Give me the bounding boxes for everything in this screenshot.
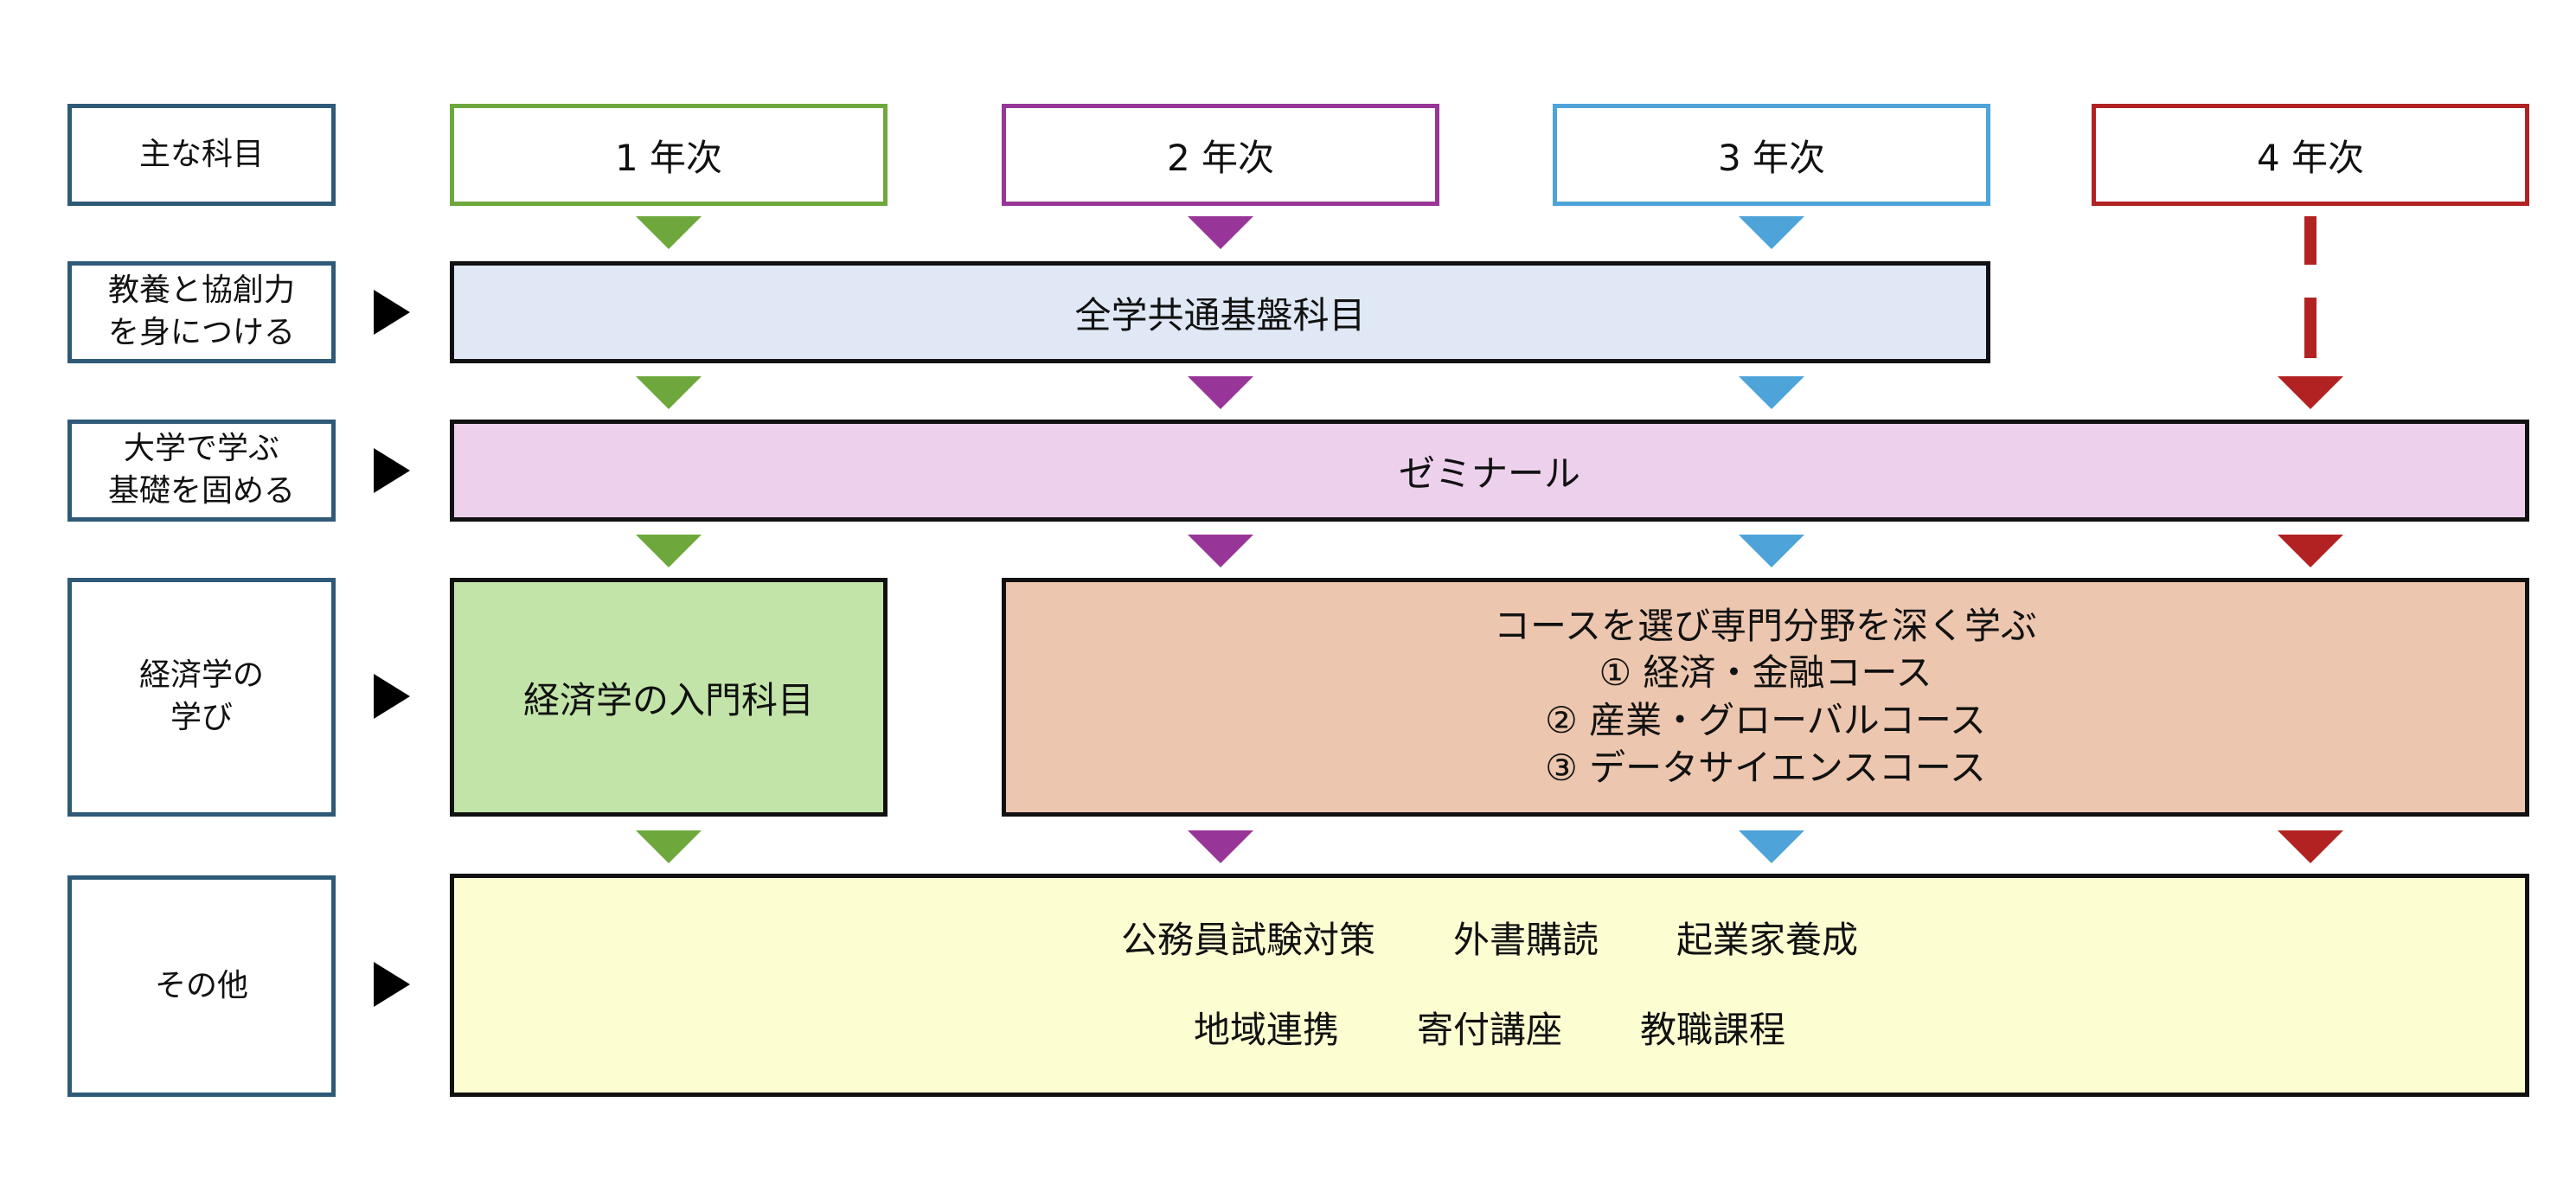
civil-service-exam-prep: 公務員試験対策 (1120, 919, 1375, 961)
down-arrow-icon (1188, 376, 1253, 409)
course-data-science: ③ データサイエンスコース (1545, 746, 1986, 789)
specialized-courses: コースを選び専門分野を深く学ぶ ① 経済・金融コース ② 産業・グローバルコース… (1002, 578, 2529, 817)
teacher-training-course: 教職課程 (1640, 1009, 1786, 1051)
year-4-dashed-connector (2304, 216, 2316, 265)
economics-intro-subjects: 経済学の入門科目 (450, 578, 888, 817)
down-arrow-icon (2278, 830, 2343, 863)
other-programs-row-2: 地域連携 寄付講座 教職課程 (1155, 1012, 1824, 1048)
down-arrow-icon (636, 216, 702, 249)
down-arrow-icon (1739, 376, 1804, 409)
endowed-lectures: 寄付講座 (1416, 1009, 1562, 1051)
row-label-header: 主な科目 (67, 104, 336, 206)
row-pointer-icon (374, 962, 410, 1007)
row-label-basics: 大学で学ぶ 基礎を固める (67, 420, 336, 522)
other-programs-row-1: 公務員試験対策 外書購読 起業家養成 (1082, 922, 1897, 958)
seminar: ゼミナール (450, 420, 2529, 522)
down-arrow-icon (1739, 216, 1804, 249)
down-arrow-icon (636, 830, 702, 863)
row-pointer-icon (374, 448, 410, 493)
common-foundation-subjects: 全学共通基盤科目 (450, 261, 1990, 363)
year-2-header: 2 年次 (1002, 104, 1439, 206)
year-1-header: 1 年次 (450, 104, 888, 206)
down-arrow-icon (1739, 535, 1804, 567)
down-arrow-icon (1188, 830, 1253, 863)
down-arrow-icon (2278, 535, 2343, 567)
row-label-liberal-arts: 教養と協創力 を身につける (67, 261, 336, 363)
row-label-other: その他 (67, 875, 336, 1097)
down-arrow-icon (1188, 535, 1253, 567)
row-pointer-icon (374, 674, 410, 719)
down-arrow-icon (2278, 376, 2343, 409)
row-pointer-icon (374, 290, 410, 335)
year-4-header: 4 年次 (2092, 104, 2529, 206)
course-economics-finance: ① 経済・金融コース (1599, 651, 1932, 695)
other-programs: 公務員試験対策 外書購読 起業家養成 地域連携 寄付講座 教職課程 (450, 874, 2529, 1097)
down-arrow-icon (1739, 830, 1804, 863)
foreign-book-reading: 外書購読 (1452, 919, 1599, 961)
year-4-dashed-connector (2304, 298, 2316, 358)
down-arrow-icon (1188, 216, 1253, 249)
down-arrow-icon (636, 535, 702, 567)
year-3-header: 3 年次 (1553, 104, 1990, 206)
course-industry-global: ② 産業・グローバルコース (1545, 699, 1986, 741)
course-intro-text: コースを選び専門分野を深く学ぶ (1494, 604, 2037, 647)
row-label-economics: 経済学の 学び (67, 578, 336, 817)
regional-collaboration: 地域連携 (1193, 1009, 1339, 1051)
down-arrow-icon (636, 376, 702, 409)
entrepreneur-training: 起業家養成 (1676, 919, 1859, 961)
